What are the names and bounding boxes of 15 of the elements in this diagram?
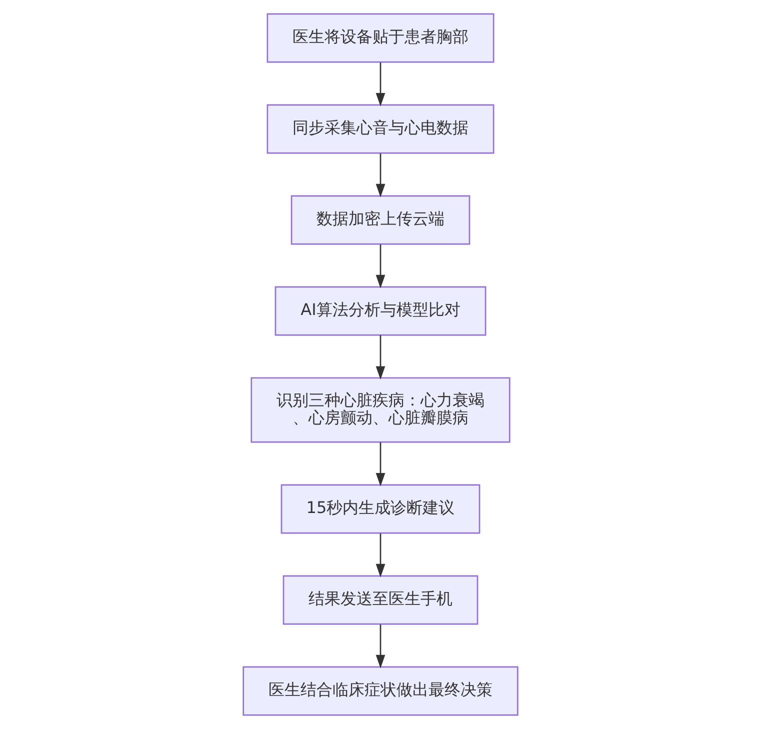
node-box: 数据加密上传云端: [290, 195, 470, 245]
arrow: [375, 335, 385, 380]
node-box: 15秒内生成诊断建议: [280, 484, 480, 534]
arrow: [375, 534, 385, 578]
node-box: 结果发送至医生手机: [282, 575, 478, 625]
node-box: 医生结合临床症状做出最终决策: [242, 666, 518, 716]
arrow: [375, 244, 385, 288]
arrow: [375, 62, 385, 106]
arrow: [375, 154, 385, 198]
node-box: 医生将设备贴于患者胸部: [266, 13, 494, 63]
arrow: [375, 624, 385, 668]
node-box: AI算法分析与模型比对: [274, 286, 486, 336]
node-box: 识别三种心脏疾病：心力衰竭、心房颤动、心脏瓣膜病: [250, 377, 510, 443]
arrow: [375, 442, 385, 486]
node-box: 同步采集心音与心电数据: [266, 104, 494, 154]
